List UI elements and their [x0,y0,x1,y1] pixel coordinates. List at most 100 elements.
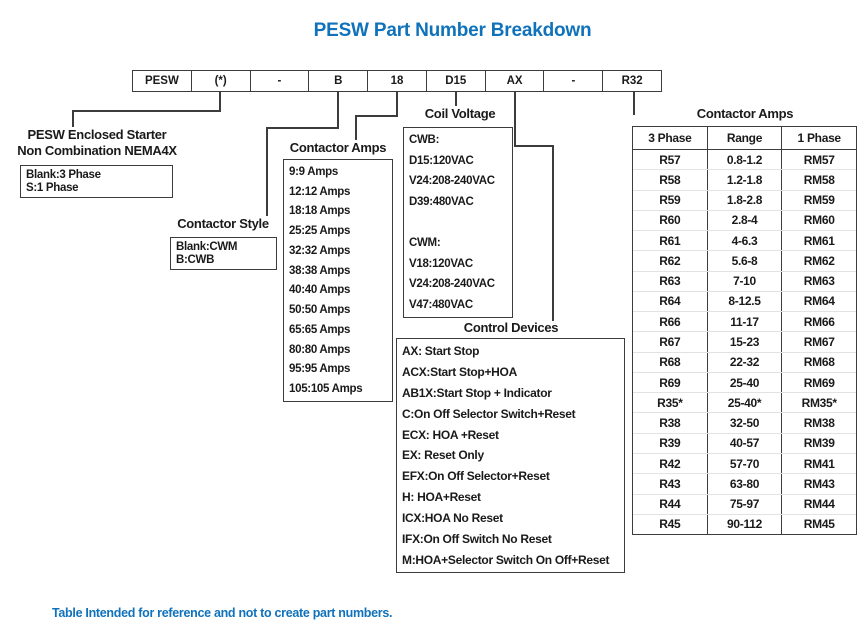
contactor-amps-option: 80:80 Amps [289,343,351,356]
table-cell: R61 [659,233,681,248]
coil-voltage-option [409,212,512,233]
contactor-amps-list-heading: Contactor Amps [289,140,387,155]
control-device-option: AX: Start Stop [402,344,480,359]
table-cell: 40-57 [706,433,782,453]
part-number-segment: (*) [190,71,250,91]
table-cell: RM66 [781,312,856,332]
table-cell: RM68 [781,352,856,372]
part-number-segment: 18 [367,71,426,91]
enclosed-starter-option: S:1 Phase [26,182,79,195]
table-cell: 22-32 [706,352,782,372]
footnote: Table Intended for reference and not to … [52,606,393,620]
table-header-cell: Range [706,127,782,149]
table-cell: R45 [659,517,681,532]
table-cell: R69 [659,375,681,390]
part-number-segment: R32 [602,71,661,91]
part-number-segment: - [249,71,309,91]
connector-line [337,91,339,129]
table-cell: 5.6-8 [706,251,782,271]
table-cell: RM61 [781,231,856,251]
control-device-option: EX: Reset Only [402,448,484,463]
control-device-option: C:On Off Selector Switch+Reset [402,406,576,421]
table-cell: R60 [659,213,681,228]
table-cell: R35* [657,395,683,410]
table-cell: 11-17 [706,312,782,332]
control-device-option: ECX: HOA +Reset [402,427,499,442]
control-device-option: EFX:On Off Selector+Reset [402,469,550,484]
enclosed-starter-option: Blank:3 Phase [26,168,101,181]
table-row: R35* 25-40*RM35* [633,392,856,413]
table-cell: R68 [659,355,681,370]
contactor-amps-option: 105:105 Amps [289,383,363,396]
table-cell: R43 [659,476,681,491]
part-number-segment: - [543,71,602,91]
table-cell: 1.2-1.8 [706,170,782,190]
table-cell: 90-112 [706,514,782,535]
table-cell: RM35* [781,393,856,413]
coil-voltage-option: V24:208-240VAC [409,175,495,188]
connector-line [72,110,221,112]
connector-line [72,110,74,127]
contactor-amps-option: 18:18 Amps [289,205,351,218]
contactor-amps-option: 38:38 Amps [289,264,351,277]
control-device-option: IFX:On Off Switch No Reset [402,531,552,546]
table-cell: RM41 [781,453,856,474]
connector-line [355,115,357,140]
control-device-option: H: HOA+Reset [402,490,481,505]
contactor-amps-table-heading: Contactor Amps [696,106,794,121]
table-cell: R62 [659,253,681,268]
contactor-amps-option: 50:50 Amps [289,304,351,317]
table-cell: R42 [659,456,681,471]
table-cell: R63 [659,274,681,289]
table-cell: 63-80 [706,474,782,494]
table-cell: RM63 [781,271,856,291]
contactor-style-option: B:CWB [176,254,215,267]
connector-line [396,91,398,117]
table-cell: RM58 [781,170,856,190]
table-cell: 15-23 [706,332,782,352]
connector-line [266,127,339,129]
connector-line [514,91,516,147]
table-cell: RM60 [781,210,856,231]
control-devices-heading: Control Devices [463,320,559,335]
table-cell: RM43 [781,474,856,494]
coil-voltage-option: V47:480VAC [409,298,473,311]
table-cell: 2.8-4 [706,210,782,231]
coil-voltage-option: V24:208-240VAC [409,278,495,291]
table-cell: RM69 [781,372,856,393]
table-cell: RM57 [781,150,856,170]
contactor-amps-option: 12:12 Amps [289,185,351,198]
table-cell: RM38 [781,413,856,433]
connector-line [455,91,457,106]
table-cell: RM62 [781,251,856,271]
table-cell: 25-40* [706,393,782,413]
connector-line [355,115,398,117]
coil-voltage-option: D15:120VAC [409,154,474,167]
table-cell: 25-40 [706,372,782,393]
table-cell: 4-6.3 [706,231,782,251]
table-cell: 57-70 [706,453,782,474]
coil-voltage-option: D39:480VAC [409,195,474,208]
coil-voltage-option: V18:120VAC [409,257,473,270]
